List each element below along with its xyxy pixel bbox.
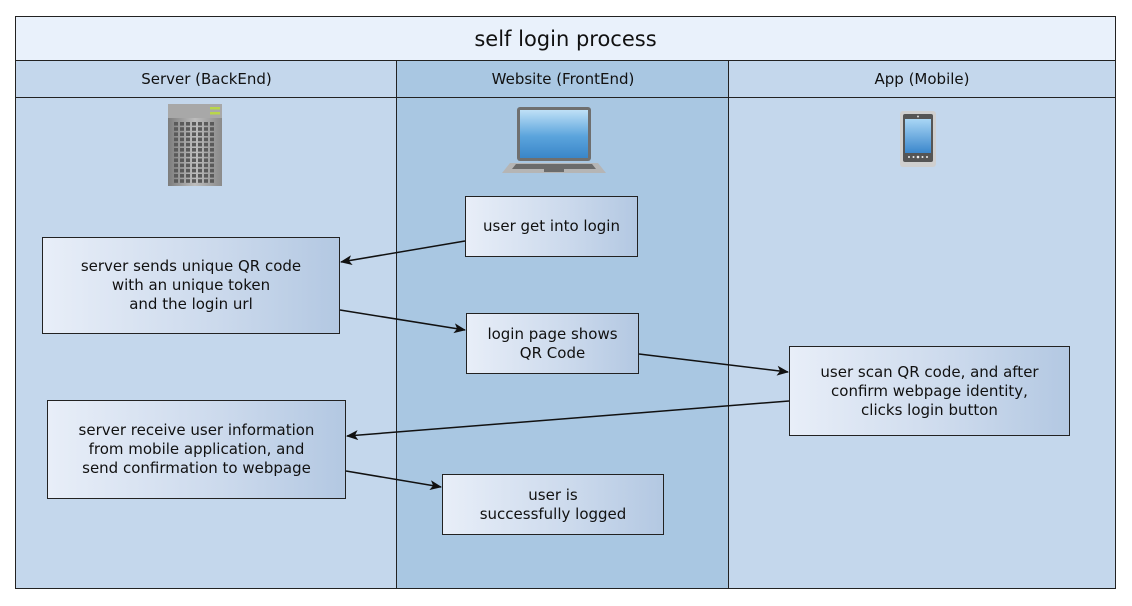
arrow-app-to-server: [346, 400, 790, 441]
node-server-sends-qr: server sends unique QR code with an uniq…: [42, 237, 340, 334]
lane-header-app: App (Mobile): [729, 61, 1115, 98]
node-user-logged: user is successfully logged: [442, 474, 664, 535]
diagram-title: self login process: [15, 16, 1116, 61]
mobile-phone-icon: [900, 111, 936, 167]
node-user-scan-qr: user scan QR code, and after confirm web…: [789, 346, 1070, 436]
lane-header-server: Server (BackEnd): [16, 61, 397, 98]
node-login-page-shows-qr: login page shows QR Code: [466, 313, 639, 374]
diagram-frame: [15, 16, 1116, 589]
lane-header-website: Website (FrontEnd): [397, 61, 729, 98]
arrow-login-page-to-app: [638, 353, 789, 376]
arrow-login-to-server: [340, 240, 466, 266]
arrow-server-to-logged: [345, 470, 442, 491]
node-server-receive-info: server receive user information from mob…: [47, 400, 346, 499]
laptop-icon: [502, 107, 606, 173]
node-user-get-into-login: user get into login: [465, 196, 638, 257]
arrow-server-to-login-page: [339, 309, 466, 334]
server-icon: /* grid drawn below */: [168, 104, 222, 186]
